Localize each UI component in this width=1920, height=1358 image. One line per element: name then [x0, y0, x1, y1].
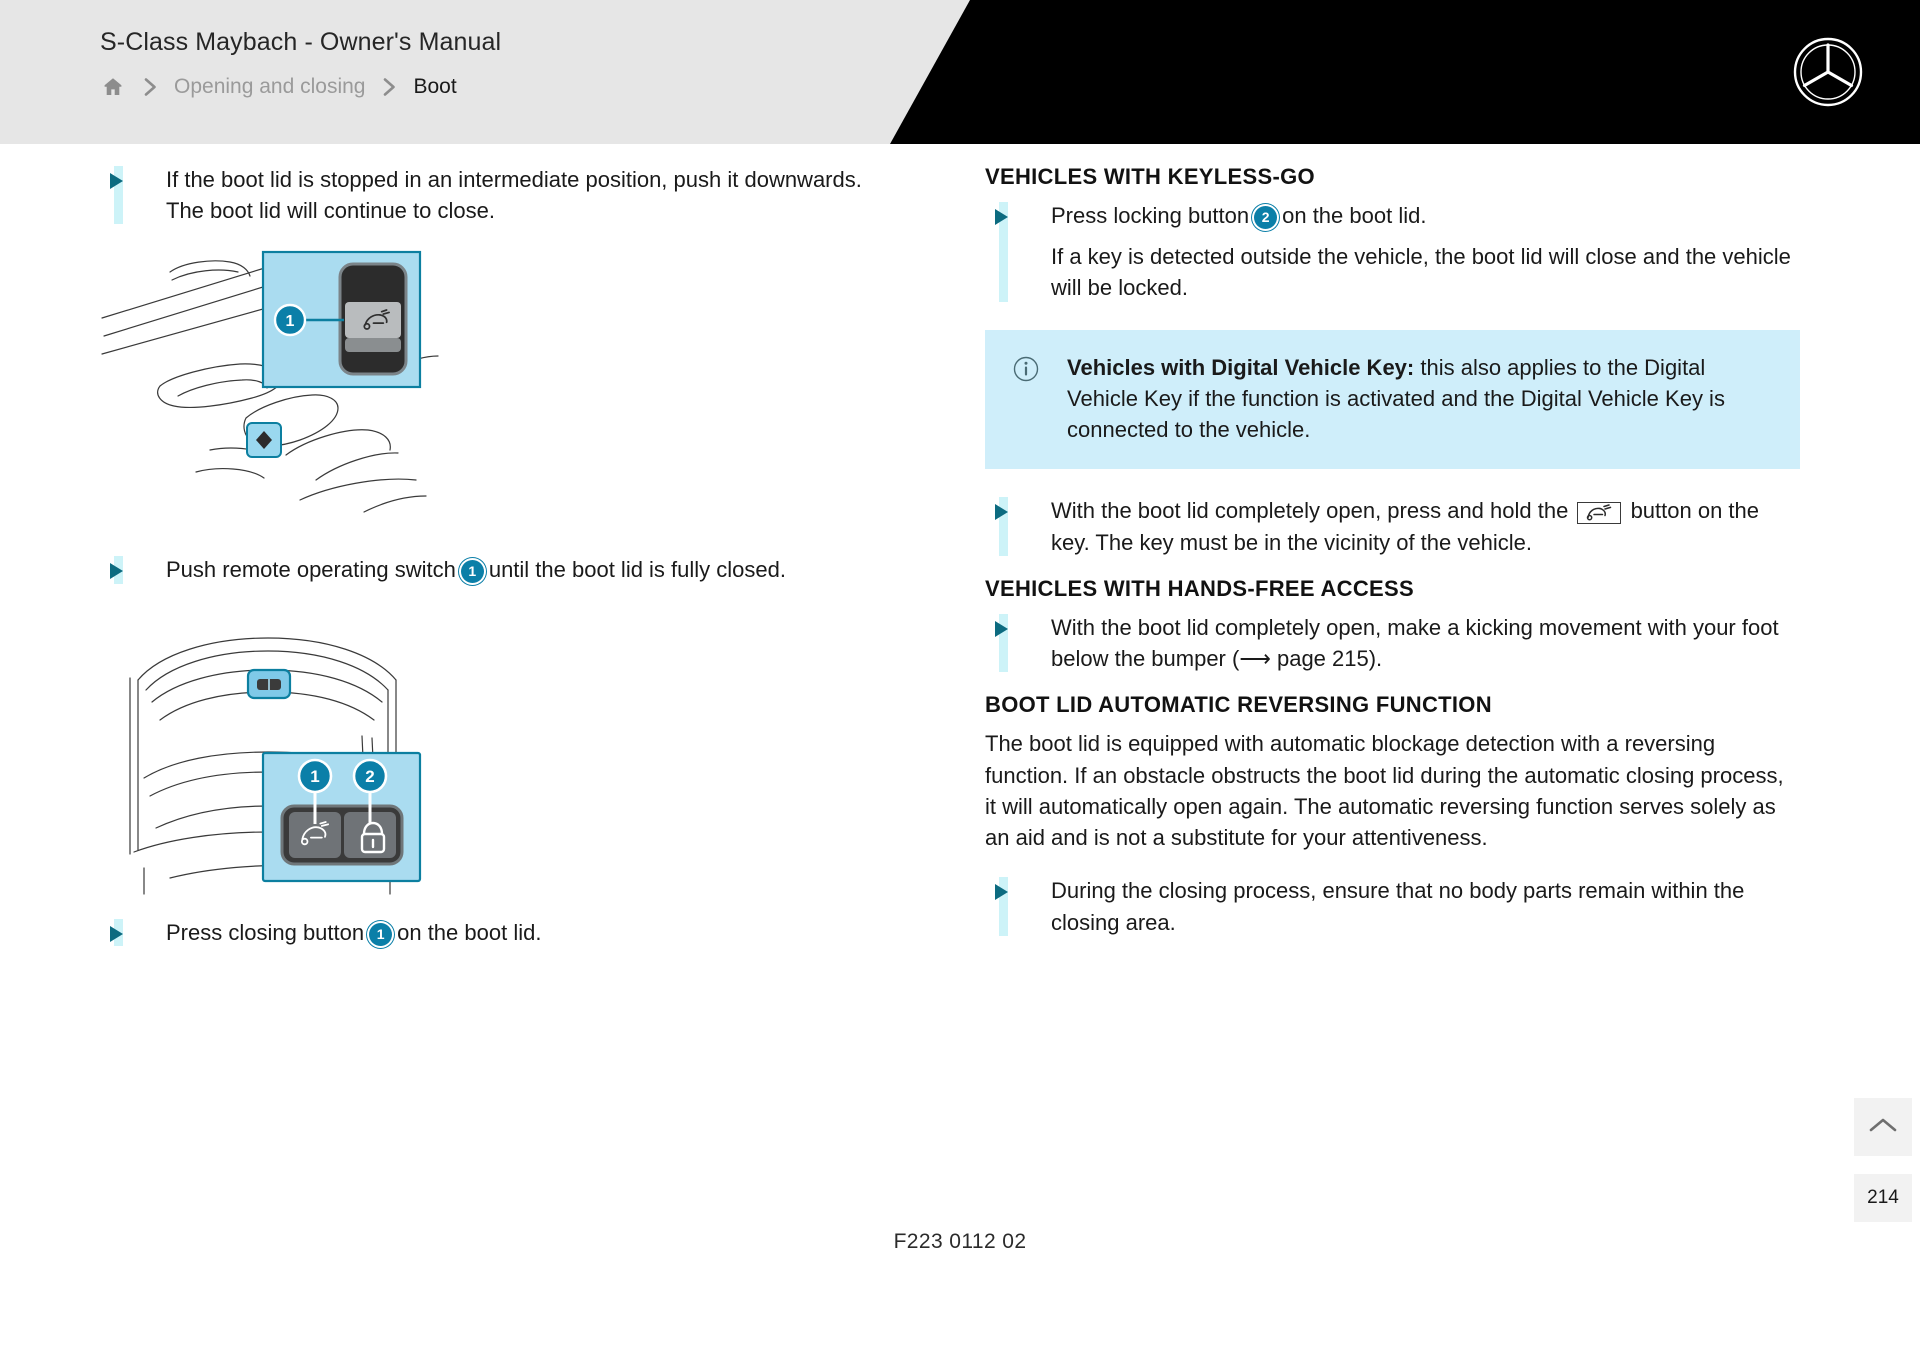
bullet-press-and-hold-key-button: With the boot lid completely open, press…	[985, 495, 1800, 557]
figure-code: F223 0112 02	[893, 1230, 1027, 1253]
bullet-triangle-icon-r3	[995, 620, 1008, 637]
bullet-closing-process-warning: During the closing process, ensure that …	[985, 875, 1800, 937]
bullet-accent-bar-r2	[999, 497, 1008, 556]
bullet-text-before: Push remote operating switch	[166, 557, 456, 583]
breadcrumb-item-boot: Boot	[413, 75, 457, 98]
svg-text:1: 1	[310, 767, 319, 786]
note-text: Vehicles with Digital Vehicle Key: this …	[1067, 352, 1772, 446]
boot-lid-button-pad-highlight	[246, 668, 292, 699]
bullet-text-after-3: on the boot lid.	[397, 919, 542, 945]
chevron-right-icon-2	[365, 75, 413, 99]
boot-lid-key-button-icon	[1577, 502, 1622, 525]
svg-text:1: 1	[286, 313, 295, 330]
bullet-text-after-r1: on the boot lid.	[1282, 203, 1427, 228]
paragraph-reversing-function: The boot lid is equipped with automatic …	[985, 731, 1784, 851]
bullet-triangle-icon-3	[110, 925, 123, 942]
scroll-to-top-button[interactable]	[1854, 1098, 1912, 1156]
bullet-text-before-r1: Press locking button	[1051, 203, 1250, 228]
bullet-accent-bar	[114, 166, 123, 225]
left-content-column: If the boot lid is stopped in an interme…	[100, 164, 900, 954]
header-titles: S-Class Maybach - Owner's Manual Opening…	[100, 28, 501, 100]
bullet-triangle-icon	[110, 173, 123, 189]
figure-boot-lid-buttons: 1 2	[100, 628, 900, 903]
chevron-up-icon	[1868, 1115, 1898, 1140]
callout-box-remote-switch: 1	[261, 251, 422, 389]
page-number-indicator[interactable]: 214	[1854, 1174, 1912, 1222]
breadcrumb: Opening and closing Boot	[100, 74, 501, 100]
bullet-accent-bar-r3	[999, 613, 1008, 673]
bullet-keyless-subtext: If a key is detected outside the vehicle…	[1051, 244, 1791, 301]
callout-box-boot-buttons: 1 2	[261, 751, 422, 882]
bullet-intermediate-position: If the boot lid is stopped in an interme…	[100, 164, 900, 226]
page-header: S-Class Maybach - Owner's Manual Opening…	[0, 0, 1920, 144]
callout-number-badge-1: 1	[460, 560, 484, 584]
document-page: If the boot lid is stopped in an interme…	[0, 144, 1920, 1358]
bullet-line-1: If the boot lid is stopped in an interme…	[166, 167, 862, 192]
svg-text:2: 2	[365, 767, 374, 786]
note-bold-lead: Vehicles with Digital Vehicle Key:	[1067, 354, 1415, 380]
bullet-text-after: until the boot lid is fully closed.	[488, 557, 786, 583]
bullet-closing-process-text: During the closing process, ensure that …	[1051, 878, 1745, 935]
bullet-text-before-r2: With the boot lid completely open, press…	[1051, 498, 1569, 524]
bullet-text-before-3: Press closing button	[166, 919, 365, 945]
bullet-accent-bar-r4	[999, 877, 1008, 936]
bullet-hands-free-kick: With the boot lid completely open, make …	[985, 612, 1800, 674]
manual-title: S-Class Maybach - Owner's Manual	[100, 28, 502, 56]
info-icon	[1013, 356, 1039, 446]
heading-boot-lid-automatic-reversing-function: BOOT LID AUTOMATIC REVERSING FUNCTION	[985, 692, 1492, 718]
panel-highlight-marker	[246, 422, 282, 459]
callout-number-badge-1b: 1	[369, 922, 393, 946]
figure-door-panel-switch: 1	[100, 250, 900, 540]
mercedes-star-logo[interactable]	[1792, 36, 1864, 108]
bullet-triangle-icon-r1	[995, 209, 1008, 225]
home-icon[interactable]	[100, 74, 126, 100]
bullet-triangle-icon-r4	[995, 884, 1008, 901]
bullet-text-after-r2: button on the key. The key must be in th…	[1051, 498, 1760, 555]
heading-vehicles-with-keyless-go: VEHICLES WITH KEYLESS-GO	[985, 164, 1315, 189]
header-black-panel	[890, 0, 1920, 144]
note-box-digital-vehicle-key: Vehicles with Digital Vehicle Key: this …	[985, 329, 1800, 470]
bullet-triangle-icon-2	[110, 563, 123, 580]
chevron-right-icon	[126, 75, 174, 99]
heading-vehicles-with-hands-free-access: VEHICLES WITH HANDS-FREE ACCESS	[985, 575, 1414, 601]
bullet-triangle-icon-r2	[995, 504, 1008, 521]
right-content-column: VEHICLES WITH KEYLESS-GO Press locking b…	[985, 164, 1800, 944]
bullet-accent-bar-r1	[999, 202, 1008, 302]
breadcrumb-item-opening-and-closing[interactable]: Opening and closing	[174, 75, 366, 98]
bullet-hands-free-text: With the boot lid completely open, make …	[1051, 614, 1779, 672]
note-body: this also applies to the Digital Vehicle…	[1067, 354, 1725, 443]
bullet-key-button-text: With the boot lid completely open, press…	[1051, 495, 1800, 557]
callout-number-badge-2: 2	[1254, 206, 1278, 229]
bullet-line-2: The boot lid will continue to close.	[166, 198, 495, 224]
